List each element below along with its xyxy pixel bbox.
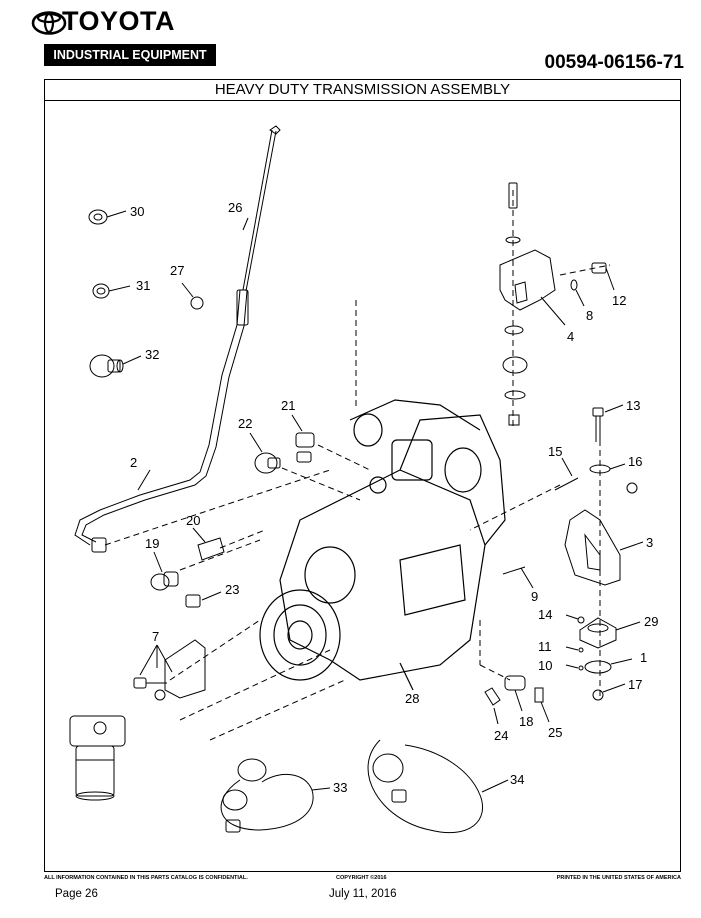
callout-26: 26 [228,200,242,215]
callout-9: 9 [531,589,538,604]
callout-4: 4 [567,329,574,344]
bolt-part-10 [565,664,584,671]
callout-32: 32 [145,347,159,362]
callout-11: 11 [538,639,552,654]
callout-8: 8 [586,308,593,323]
tee-fitting-part-32 [89,354,142,378]
callout-1: 1 [640,650,647,665]
fitting-part-18 [504,675,526,712]
print-date: July 11, 2016 [329,888,397,900]
callout-34: 34 [510,772,524,787]
nipple-part-20 [192,527,225,561]
washer-part-11 [565,646,584,653]
washer-part-16 [589,463,626,474]
elbow-part-19 [150,551,179,591]
bolt-part-9 [502,566,534,589]
fill-tube-part-2 [74,289,249,553]
clip-part-27 [181,282,204,310]
mount-bracket-part-4 [499,182,566,426]
printed-notice: PRINTED IN THE UNITED STATES OF AMERICA [556,875,681,881]
page-number: Page 26 [55,888,98,900]
callout-30: 30 [130,204,144,219]
callout-27: 27 [170,263,184,278]
confidential-notice: ALL INFORMATION CONTAINED IN THIS PARTS … [44,875,248,881]
washer-part-1 [584,658,633,674]
filter-assembly [69,715,126,801]
callout-19: 19 [145,536,159,551]
callout-12: 12 [612,293,626,308]
washer-part-30 [88,209,127,225]
callout-33: 33 [333,780,347,795]
callout-21: 21 [281,398,295,413]
mount-bracket-part-3 [564,482,644,586]
dipstick-part-26 [242,125,281,292]
callout-3: 3 [646,535,653,550]
copyright-notice: COPYRIGHT ©2016 [336,875,387,881]
page-title: HEAVY DUTY TRANSMISSION ASSEMBLY [45,80,680,101]
callout-10: 10 [538,658,552,673]
nut-part-17 [592,683,626,701]
callout-25: 25 [548,725,562,740]
switch-part-24 [484,687,501,725]
washer-part-31 [92,283,131,299]
fitting-part-21 [291,414,315,463]
callout-18: 18 [519,714,533,729]
callout-24: 24 [494,728,508,743]
screw-part-14 [565,614,585,624]
callout-14: 14 [538,607,552,622]
transmission-housing-part-28 [259,399,506,691]
bolt-part-13 [592,404,624,442]
toyota-emblem-icon [31,11,67,35]
callout-28: 28 [405,691,419,706]
callout-31: 31 [136,278,150,293]
callout-2: 2 [130,455,137,470]
callout-15: 15 [548,444,562,459]
callout-7: 7 [152,629,159,644]
bracket-part-7 [133,639,206,701]
brand-name: TOYOTA [62,6,176,36]
elbow-part-22 [249,432,281,474]
washer-part-8 [570,279,585,307]
hose-part-34 [367,739,509,834]
division-label: INDUSTRIAL EQUIPMENT [44,44,216,66]
plug-part-23 [185,591,222,608]
bolt-part-12 [591,262,615,291]
catalog-number: 00594-06156-71 [544,52,684,73]
callout-20: 20 [186,513,200,528]
callout-22: 22 [238,416,252,431]
callout-17: 17 [628,677,642,692]
hose-part-33 [220,758,331,833]
diagram-frame [44,79,681,872]
sensor-part-25 [534,687,550,723]
callout-16: 16 [628,454,642,469]
callout-13: 13 [626,398,640,413]
callout-23: 23 [225,582,239,597]
mount-isolator-part-29 [579,617,641,649]
bolt-part-15 [554,457,579,491]
callout-29: 29 [644,614,658,629]
